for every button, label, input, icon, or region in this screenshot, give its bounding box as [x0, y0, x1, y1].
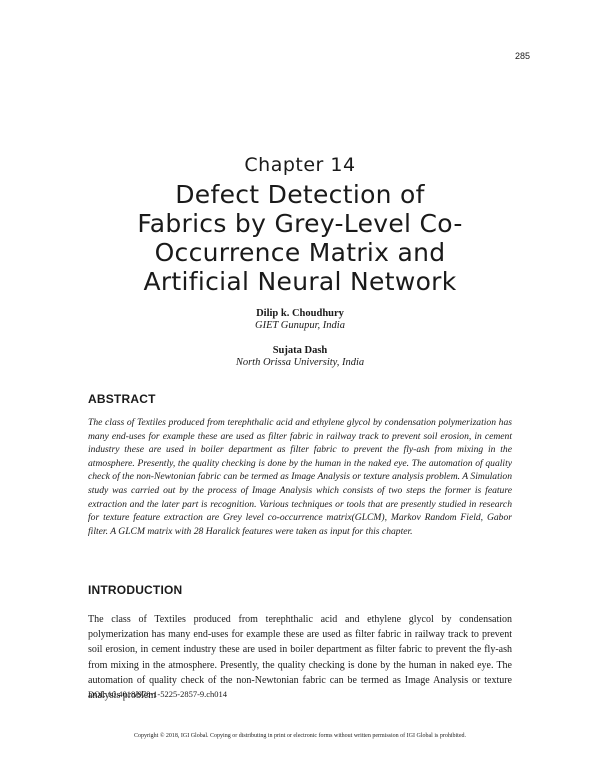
- copyright-notice: Copyright © 2018, IGI Global. Copying or…: [133, 733, 466, 739]
- chapter-title-line: Fabrics by Grey-Level Co-: [137, 209, 463, 238]
- doi-line: DOI: 10.4018/978-1-5225-2857-9.ch014: [88, 689, 228, 699]
- page-number: 285: [514, 51, 530, 61]
- author-name: Sujata Dash: [272, 345, 328, 356]
- author-name: Dilip k. Choudhury: [256, 308, 344, 319]
- chapter-title-line: Occurrence Matrix and: [154, 238, 446, 267]
- chapter-title-line: Defect Detection of: [175, 180, 425, 209]
- introduction-heading: INTRODUCTION: [88, 583, 183, 597]
- author-block: Sujata Dash North Orissa University, Ind…: [0, 345, 600, 368]
- chapter-label: Chapter 14: [244, 154, 356, 176]
- abstract-text: The class of Textiles produced from tere…: [88, 417, 512, 537]
- introduction-text: The class of Textiles produced from tere…: [88, 614, 512, 702]
- author-affiliation: GIET Gunupur, India: [255, 320, 345, 331]
- author-block: Dilip k. Choudhury GIET Gunupur, India: [0, 308, 600, 331]
- abstract-heading: ABSTRACT: [88, 392, 156, 406]
- chapter-title: Defect Detection of Fabrics by Grey-Leve…: [60, 180, 540, 296]
- author-affiliation: North Orissa University, India: [235, 357, 365, 368]
- chapter-title-line: Artificial Neural Network: [143, 267, 457, 296]
